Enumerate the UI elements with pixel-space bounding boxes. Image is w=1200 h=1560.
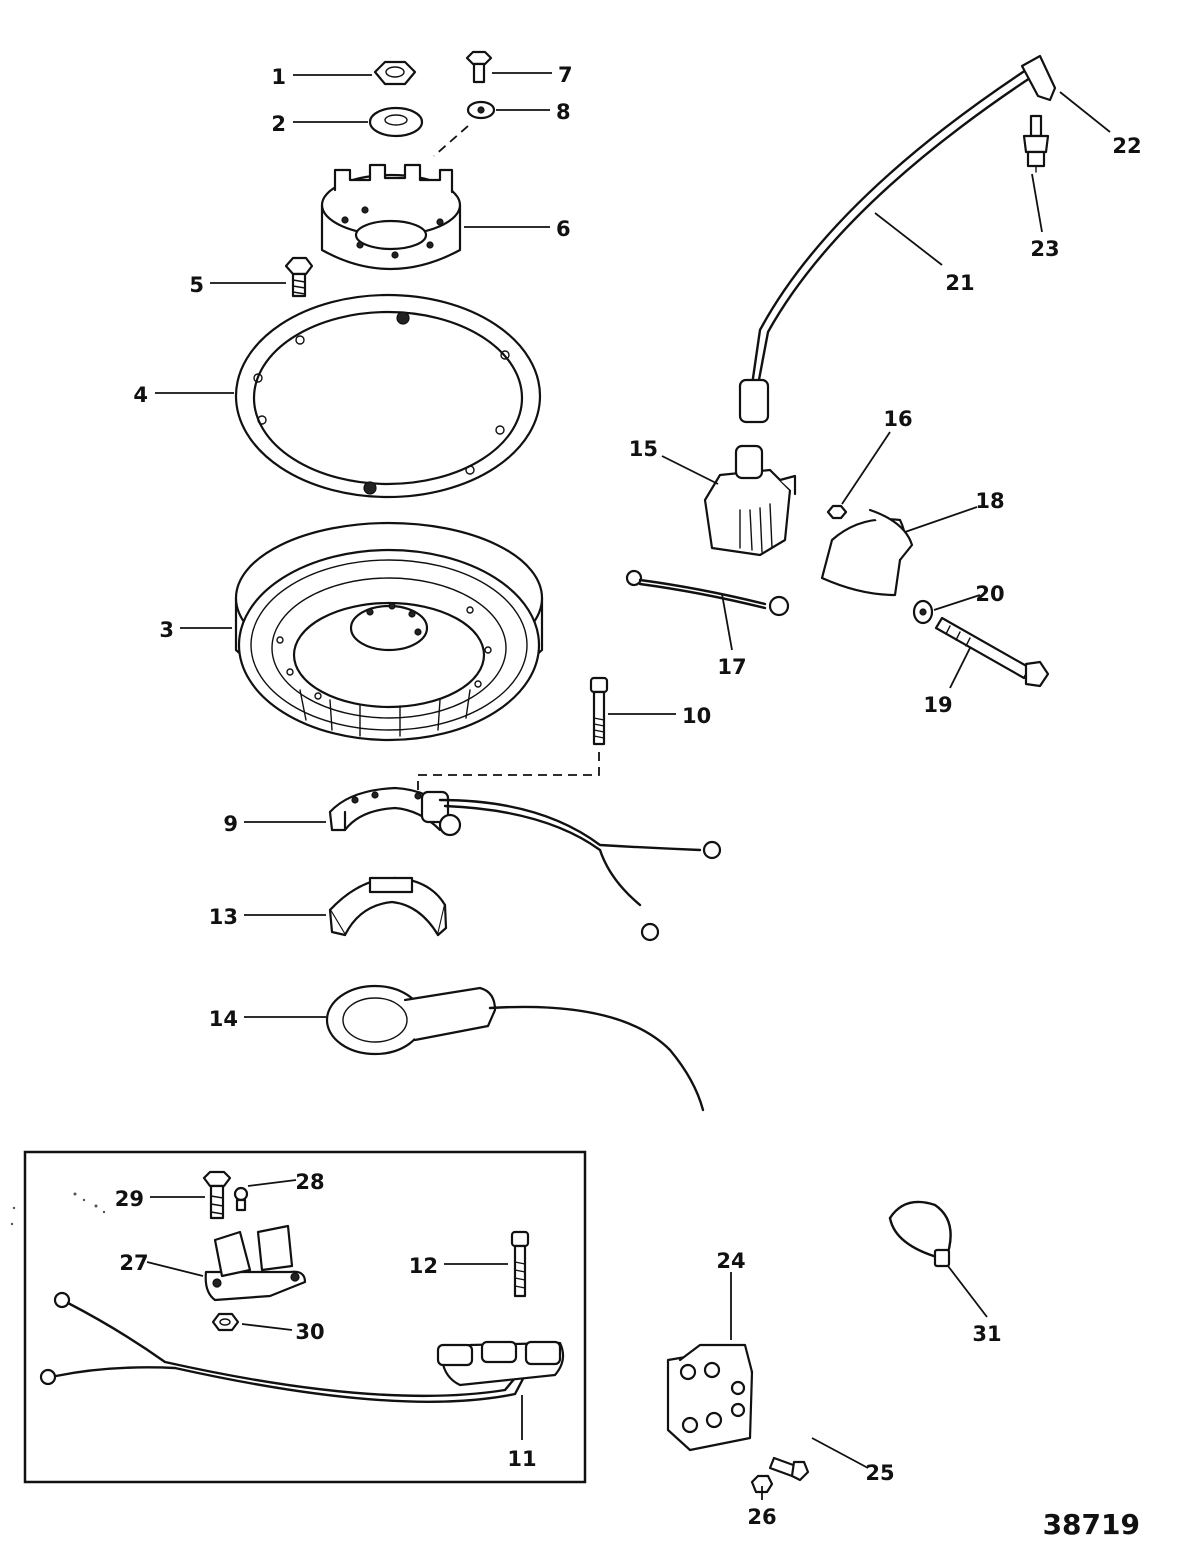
callout-6: 6 — [556, 217, 571, 241]
part-13-clip — [328, 876, 448, 937]
part-16-nut — [826, 504, 848, 520]
part-6-hub — [320, 163, 462, 270]
callout-12: 12 — [409, 1254, 438, 1278]
callout-26: 26 — [747, 1505, 776, 1529]
callout-7: 7 — [558, 63, 573, 87]
callout-16: 16 — [883, 407, 912, 431]
callout-18: 18 — [975, 489, 1004, 513]
callout-4: 4 — [133, 383, 148, 407]
part-4-ring-plate — [234, 293, 542, 499]
part-14-sensor — [325, 984, 705, 1112]
part-26-nut — [750, 1474, 774, 1494]
part-21-lead — [738, 54, 1057, 424]
leader-lines — [146, 72, 1111, 1500]
part-20-washer — [912, 599, 934, 625]
callout-10: 10 — [682, 704, 711, 728]
part-23-plug — [1022, 114, 1050, 173]
callout-2: 2 — [271, 112, 286, 136]
part-25-screw — [768, 1456, 810, 1482]
speckle-marks — [10, 1192, 106, 1226]
callout-1: 1 — [271, 65, 286, 89]
part-1-nut — [373, 60, 417, 86]
part-19-bolt — [934, 616, 1050, 688]
part-9-trigger — [328, 786, 722, 942]
part-2-washer — [368, 106, 424, 138]
bolt-8-guide-line — [433, 125, 469, 157]
callout-8: 8 — [556, 100, 571, 124]
callout-31: 31 — [972, 1322, 1001, 1346]
part-10-bolt — [589, 676, 609, 746]
callout-17: 17 — [717, 655, 746, 679]
callout-30: 30 — [295, 1320, 324, 1344]
part-8-washer — [466, 100, 496, 120]
callout-27: 27 — [119, 1251, 148, 1275]
callout-24: 24 — [716, 1249, 745, 1273]
callout-21: 21 — [945, 271, 974, 295]
callout-15: 15 — [629, 437, 658, 461]
part-5-bolt — [284, 256, 314, 298]
callout-5: 5 — [189, 273, 204, 297]
callout-9: 9 — [223, 812, 238, 836]
callout-19: 19 — [923, 693, 952, 717]
callout-28: 28 — [295, 1170, 324, 1194]
bolt-10-guide-line — [417, 752, 600, 795]
callout-14: 14 — [209, 1007, 238, 1031]
callout-23: 23 — [1030, 237, 1059, 261]
part-3-flywheel — [234, 521, 544, 742]
callout-25: 25 — [865, 1461, 894, 1485]
part-27-terminal-block — [204, 1224, 307, 1302]
part-30-nut — [211, 1312, 240, 1332]
part-15-coil — [703, 444, 797, 557]
part-24-rectifier — [666, 1343, 754, 1452]
part-29-bolt — [202, 1170, 232, 1220]
callout-20: 20 — [975, 582, 1004, 606]
callout-22: 22 — [1112, 134, 1141, 158]
callout-11: 11 — [507, 1447, 536, 1471]
figure-id: 38719 — [1043, 1508, 1140, 1541]
part-17-ground-lead — [625, 569, 790, 617]
part-11-stator — [39, 1291, 565, 1403]
part-31-cable-tie — [888, 1200, 952, 1268]
part-28-screw — [233, 1186, 249, 1212]
part-12-screw — [510, 1230, 530, 1298]
callout-3: 3 — [159, 618, 174, 642]
part-7-bolt — [465, 50, 493, 84]
callout-13: 13 — [209, 905, 238, 929]
part-18-shield — [820, 508, 914, 597]
callout-29: 29 — [115, 1187, 144, 1211]
callout-numbers: 1 2 3 4 5 6 7 8 9 10 11 12 13 14 15 16 1… — [115, 63, 1142, 1529]
inset-frame — [23, 1150, 587, 1484]
